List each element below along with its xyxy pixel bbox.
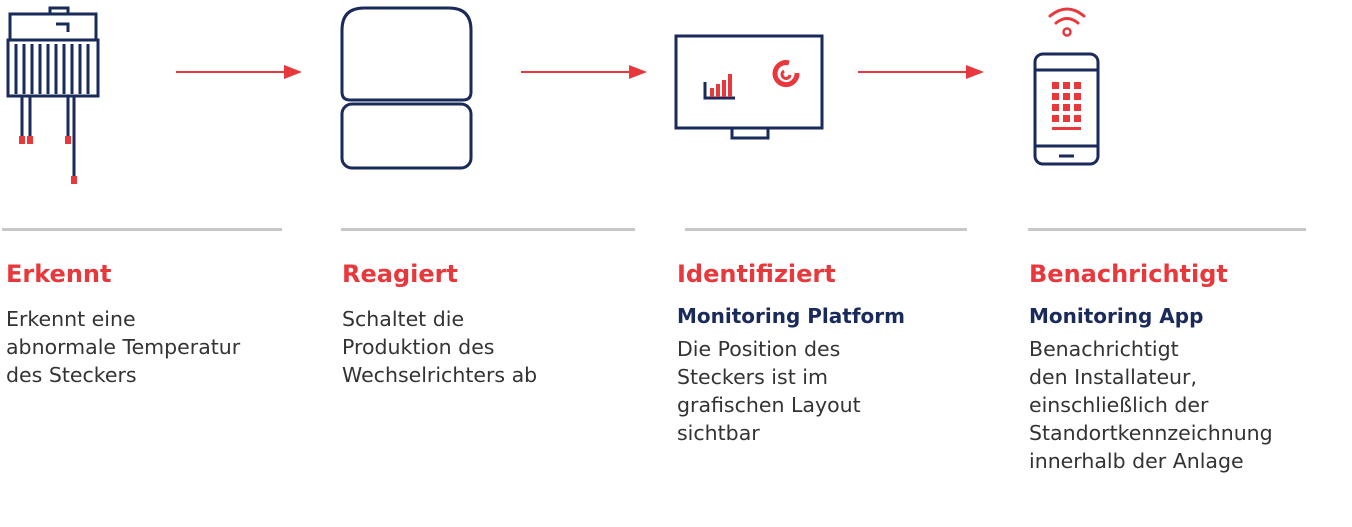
step-title: Benachrichtigt [1029, 260, 1228, 288]
step-divider [685, 228, 967, 231]
step-divider [2, 228, 282, 231]
step-title: Reagiert [342, 260, 458, 288]
inverter-icon [334, 0, 484, 184]
arrow-right-icon [858, 62, 988, 86]
arrow-right-icon [521, 62, 651, 86]
step-divider [341, 228, 635, 231]
step-subtitle: Monitoring App [1029, 304, 1204, 328]
step-description: Die Position des Steckers ist im grafisc… [677, 337, 861, 445]
step-title: Identifiziert [677, 260, 836, 288]
smartphone-icon [1026, 0, 1106, 174]
step-detect: Erkennt Erkennt eine abnormale Temperatu… [6, 255, 326, 389]
step-description: Erkennt eine abnormale Temperatur des St… [6, 307, 241, 387]
step-subtitle: Monitoring Platform [677, 304, 905, 328]
step-notify: Benachrichtigt Monitoring App Benachrich… [1029, 255, 1349, 475]
step-react: Reagiert Schaltet die Produktion des Wec… [342, 255, 662, 389]
monitor-icon [672, 0, 832, 154]
step-divider [1028, 228, 1306, 231]
step-title: Erkennt [6, 260, 112, 288]
step-description: Schaltet die Produktion des Wechselricht… [342, 307, 538, 387]
step-identify: Identifiziert Monitoring Platform Die Po… [677, 255, 997, 447]
arrow-right-icon [176, 62, 306, 86]
step-description: Benachrichtigt den Installateur, einschl… [1029, 337, 1273, 473]
connector-icon [0, 0, 110, 204]
